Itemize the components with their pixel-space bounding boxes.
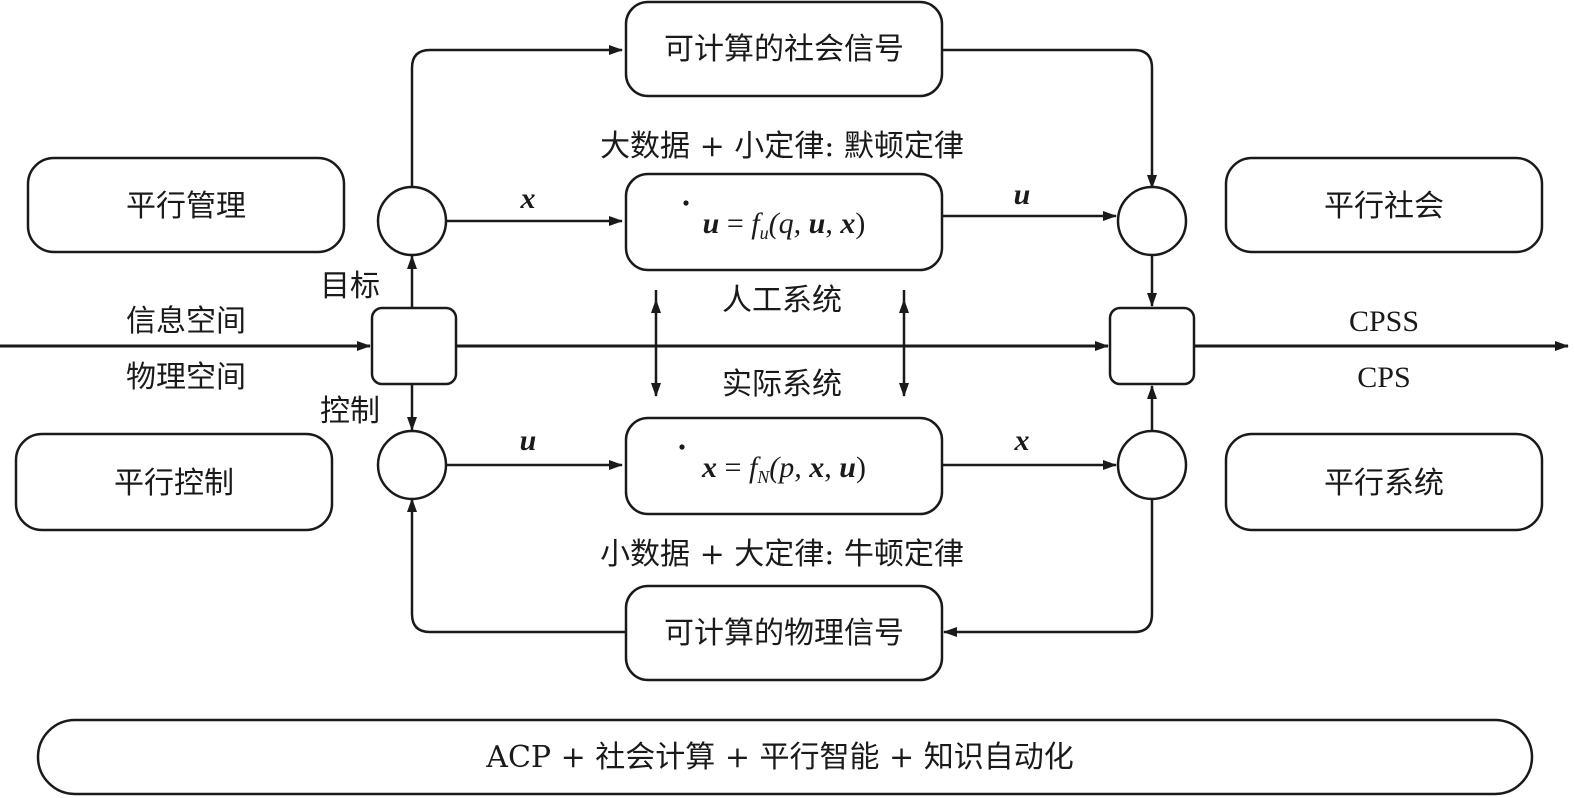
social-signal-input-arrow — [410, 45, 623, 186]
x-top-label: x — [520, 182, 536, 215]
info-space-label: 信息空间 — [126, 304, 246, 339]
bottom-banner-label: ACP + 社会计算 + 平行智能 + 知识自动化 — [485, 740, 1073, 775]
goal-label: 目标 — [320, 269, 380, 304]
actual-system-label: 实际系统 — [722, 367, 842, 402]
actual-system-box — [624, 416, 944, 516]
u-top-label: u — [1014, 178, 1031, 211]
parallel-system-label: 平行系统 — [1324, 466, 1444, 501]
artificial-system-label: 人工系统 — [722, 283, 842, 318]
parallel-management-box — [26, 156, 346, 254]
u-bottom-label: u — [520, 424, 537, 457]
left-square-node — [370, 306, 458, 386]
physical-signal-label: 可计算的物理信号 — [664, 616, 904, 651]
big-data-small-law-label: 大数据 + 小定律: 默顿定律 — [600, 129, 964, 164]
parallel-control-label: 平行控制 — [114, 466, 234, 501]
physical-space-label: 物理空间 — [126, 360, 246, 395]
physical-signal-box — [624, 584, 944, 682]
social-signal-output-arrow — [942, 48, 1157, 189]
x-bottom-label: x — [1014, 424, 1030, 457]
cpss-label: CPSS — [1349, 305, 1419, 338]
artificial-eq-dot — [683, 200, 689, 206]
social-signal-label: 可计算的社会信号 — [664, 32, 904, 67]
cps-label: CPS — [1357, 361, 1410, 394]
actual-system-equation: x = fN(p, x, u) — [701, 451, 866, 487]
small-data-big-law-label: 小数据 + 大定律: 牛顿定律 — [600, 537, 964, 572]
parallel-control-box — [14, 432, 334, 532]
social-signal-box — [624, 0, 944, 98]
bottom-banner-box — [36, 718, 1534, 796]
left-bottom-junction — [376, 429, 448, 501]
physical-signal-output-arrow — [407, 498, 626, 634]
physical-signal-input-arrow — [943, 499, 1154, 637]
parallel-society-label: 平行社会 — [1324, 189, 1444, 224]
right-square-node — [1108, 306, 1196, 386]
artificial-system-equation: u = fu(q, u, x) — [703, 207, 866, 243]
parallel-management-label: 平行管理 — [126, 189, 246, 224]
parallel-society-box — [1224, 156, 1544, 254]
right-top-junction — [1116, 185, 1188, 257]
control-label: 控制 — [320, 394, 380, 429]
parallel-system-box — [1224, 432, 1544, 532]
actual-eq-dot — [679, 444, 685, 450]
right-bottom-junction — [1116, 429, 1188, 501]
left-top-junction — [376, 185, 448, 257]
artificial-system-box — [624, 172, 944, 272]
